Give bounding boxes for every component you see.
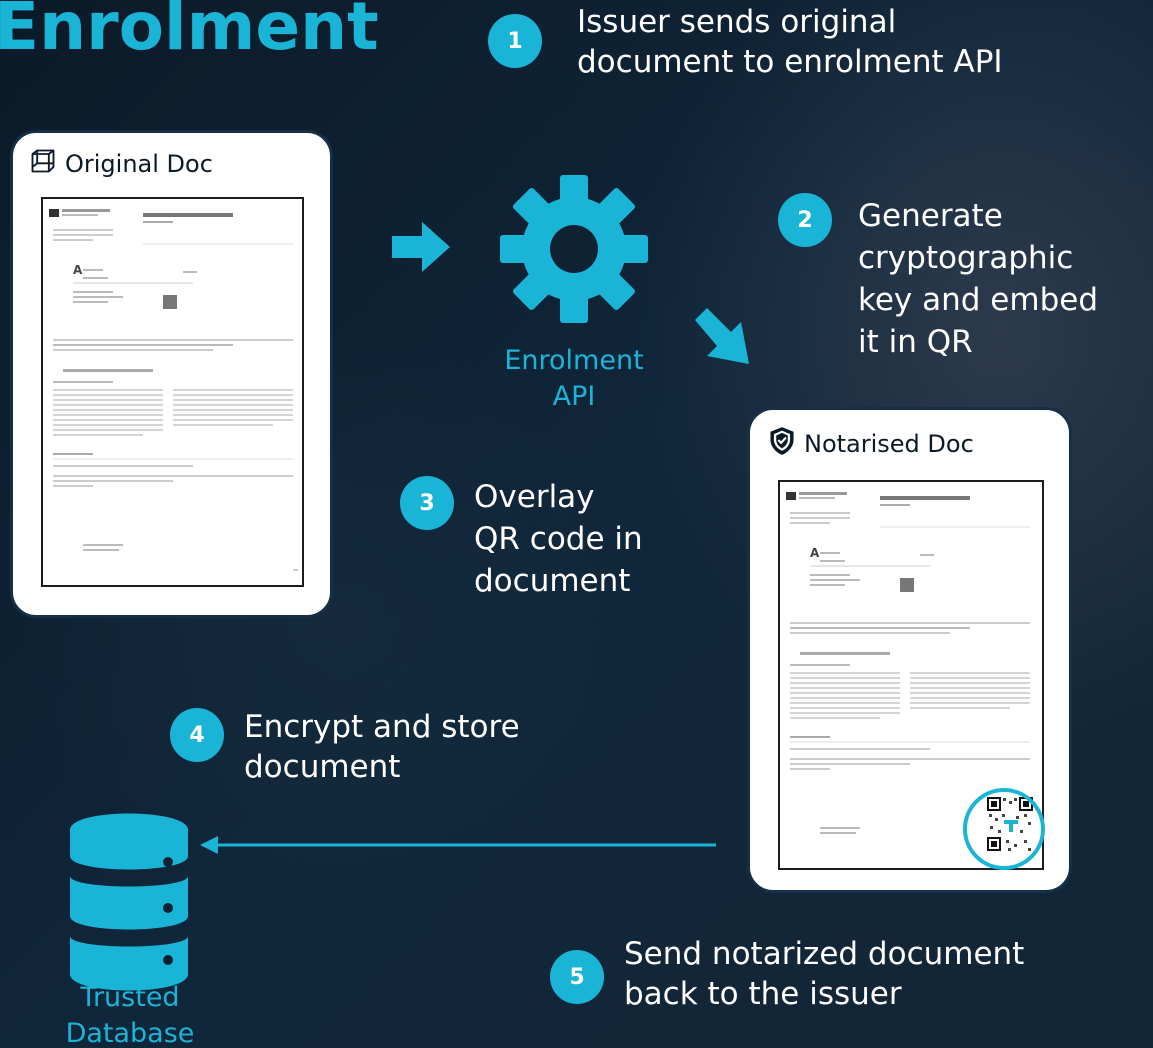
trusted-database-line-1: Trusted <box>80 982 180 1013</box>
step-3-line-3: document <box>474 563 631 599</box>
step-2-badge: 2 <box>778 193 832 247</box>
step-5-badge: 5 <box>550 950 604 1004</box>
original-doc-header: Original Doc <box>29 147 213 181</box>
original-doc-label: Original Doc <box>65 150 213 178</box>
step-5-line-2: back to the issuer <box>624 976 902 1012</box>
enrolment-api-line-1: Enrolment <box>504 345 644 376</box>
step-5-text: Send notarized document back to the issu… <box>624 934 1024 1014</box>
original-doc-card: Original Doc A <box>10 130 333 618</box>
step-1-line-1: Issuer sends original <box>577 4 897 40</box>
svg-text:A: A <box>810 546 820 560</box>
notarised-doc-card: Notarised Doc A <box>747 407 1072 893</box>
step-4-text: Encrypt and store document <box>244 707 520 787</box>
step-2-line-1: Generate <box>858 198 1003 234</box>
step-4-line-1: Encrypt and store <box>244 709 520 745</box>
step-3-line-2: QR code in <box>474 521 643 557</box>
arrow-right-icon <box>392 222 454 276</box>
step-4-line-2: document <box>244 749 401 785</box>
enrolment-api-line-2: API <box>552 381 596 412</box>
page-title: Enrolment <box>0 0 379 65</box>
step-3-text: Overlay QR code in document <box>474 476 643 602</box>
gear-icon <box>499 174 649 328</box>
notarised-doc-label: Notarised Doc <box>804 430 974 458</box>
step-3-line-1: Overlay <box>474 479 595 515</box>
step-2-line-4: it in QR <box>858 324 973 360</box>
step-2-line-3: key and embed <box>858 282 1098 318</box>
notarised-doc-header: Notarised Doc <box>768 426 974 462</box>
step-4-badge: 4 <box>170 708 224 762</box>
cube-icon <box>29 147 57 181</box>
step-3-badge: 3 <box>400 476 454 530</box>
trusted-database-line-2: Database <box>65 1018 195 1048</box>
step-1-text: Issuer sends original document to enrolm… <box>577 2 1003 82</box>
arrow-left-icon <box>200 832 718 862</box>
trusted-database-label: Trusted Database <box>30 980 230 1048</box>
step-2-text: Generate cryptographic key and embed it … <box>858 195 1098 363</box>
original-doc-page: A <box>41 197 304 587</box>
step-2-line-2: cryptographic <box>858 240 1074 276</box>
arrow-down-right-icon <box>695 308 755 374</box>
step-5-line-1: Send notarized document <box>624 936 1025 972</box>
step-1-line-2: document to enrolment API <box>577 44 1003 80</box>
qr-highlight-ring <box>963 788 1045 870</box>
database-icon <box>70 812 188 996</box>
step-1-badge: 1 <box>488 14 542 68</box>
svg-text:A: A <box>73 263 83 277</box>
enrolment-api-label: Enrolment API <box>474 343 674 415</box>
shield-check-icon <box>768 426 796 462</box>
